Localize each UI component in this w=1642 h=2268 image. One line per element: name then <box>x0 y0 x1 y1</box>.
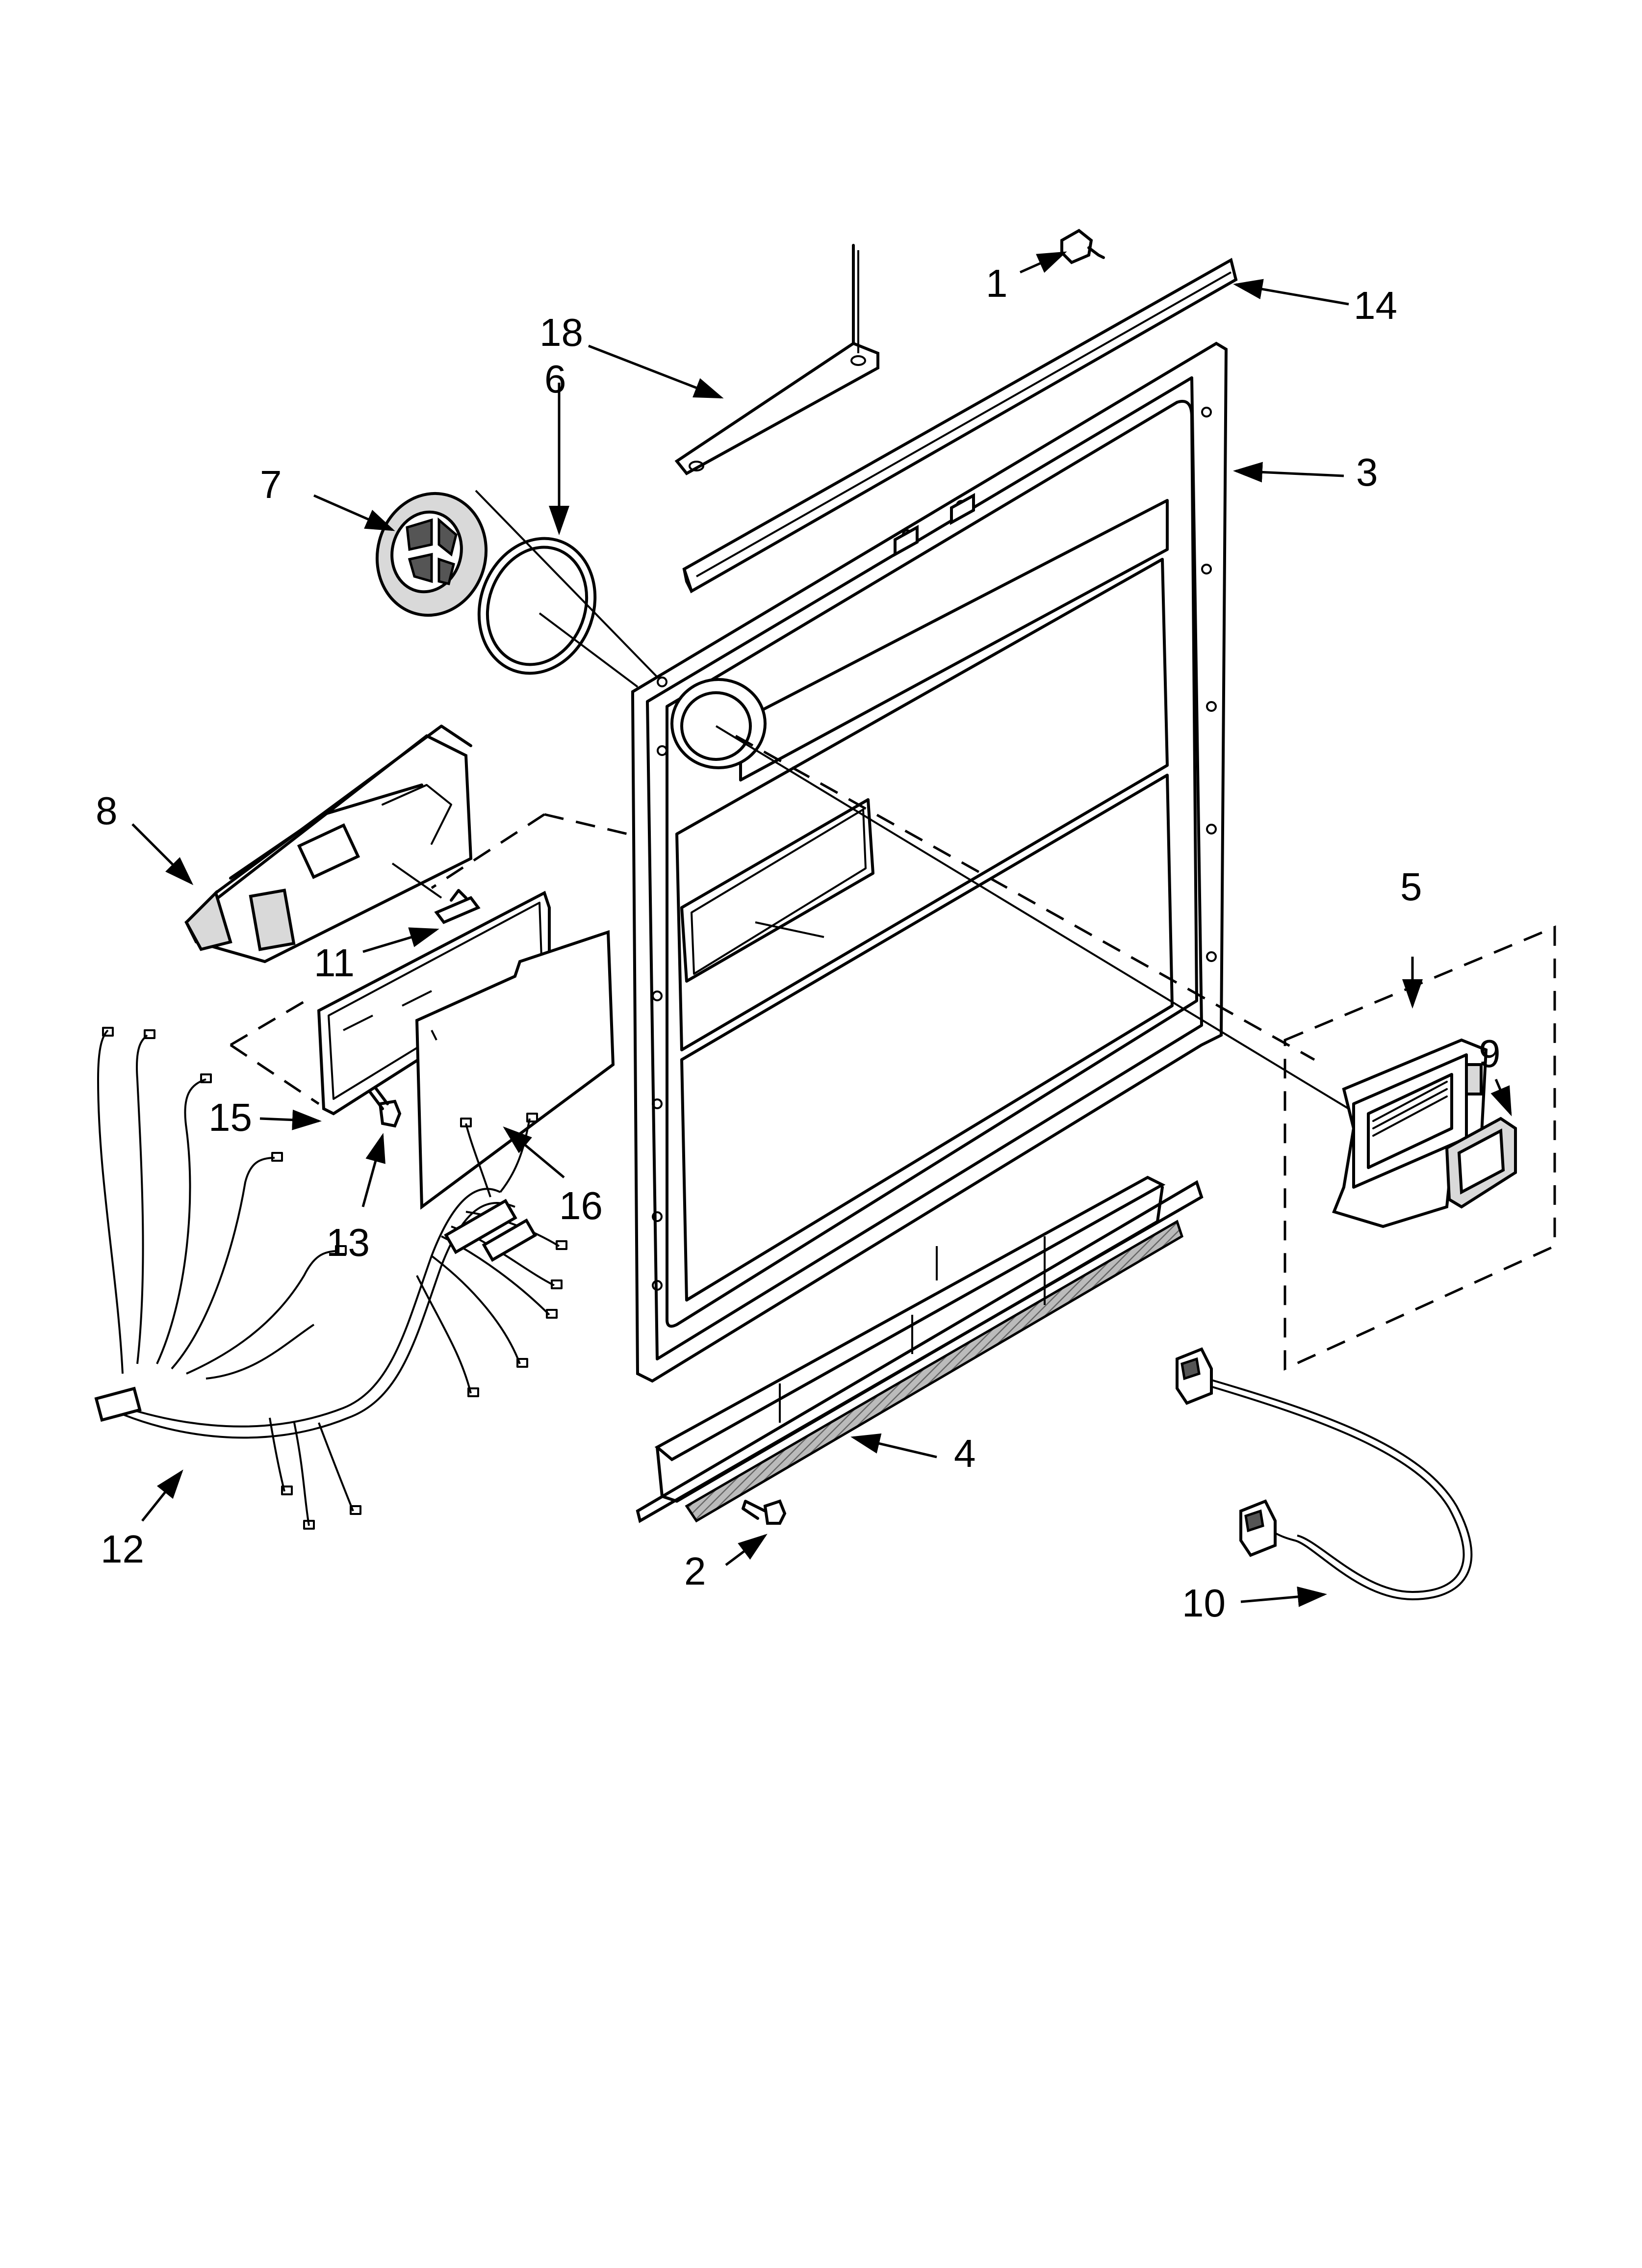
callout-13: 13 <box>326 1221 370 1264</box>
callout-18: 18 <box>539 311 583 354</box>
callout-labels: 1 2 3 4 5 6 7 8 9 10 11 12 13 14 15 16 1… <box>96 261 1501 1625</box>
callout-2: 2 <box>684 1549 706 1593</box>
callout-7: 7 <box>260 463 282 506</box>
wire-harness <box>94 1027 567 1530</box>
callout-3: 3 <box>1356 450 1378 494</box>
callout-14: 14 <box>1354 284 1397 327</box>
bottom-trim <box>636 1175 1204 1523</box>
latch-seal <box>1445 1117 1517 1209</box>
callout-5: 5 <box>1400 865 1422 909</box>
vent-cap <box>375 492 488 617</box>
callout-11: 11 <box>314 941 355 985</box>
board-shield <box>415 930 615 1210</box>
callout-8: 8 <box>96 789 118 833</box>
callout-1: 1 <box>986 261 1008 305</box>
screw-1 <box>1060 229 1105 264</box>
gasket-ring <box>477 537 597 675</box>
callout-6: 6 <box>544 357 566 401</box>
clip <box>434 889 481 924</box>
wire-cable <box>1176 1347 1473 1601</box>
callout-9: 9 <box>1479 1032 1501 1075</box>
leader-arrows <box>131 251 1512 1607</box>
screw-2 <box>742 1499 787 1525</box>
callout-12: 12 <box>101 1527 144 1571</box>
mounting-bracket <box>674 244 879 475</box>
door-inner-panel <box>631 341 1228 1383</box>
control-housing <box>184 725 473 964</box>
callout-16: 16 <box>559 1184 603 1227</box>
callout-4: 4 <box>954 1432 976 1475</box>
callout-10: 10 <box>1182 1581 1226 1625</box>
callout-15: 15 <box>208 1095 252 1139</box>
assembly-dashed-outlines <box>230 734 1556 1371</box>
assembly-reference-lines <box>475 490 1350 1110</box>
